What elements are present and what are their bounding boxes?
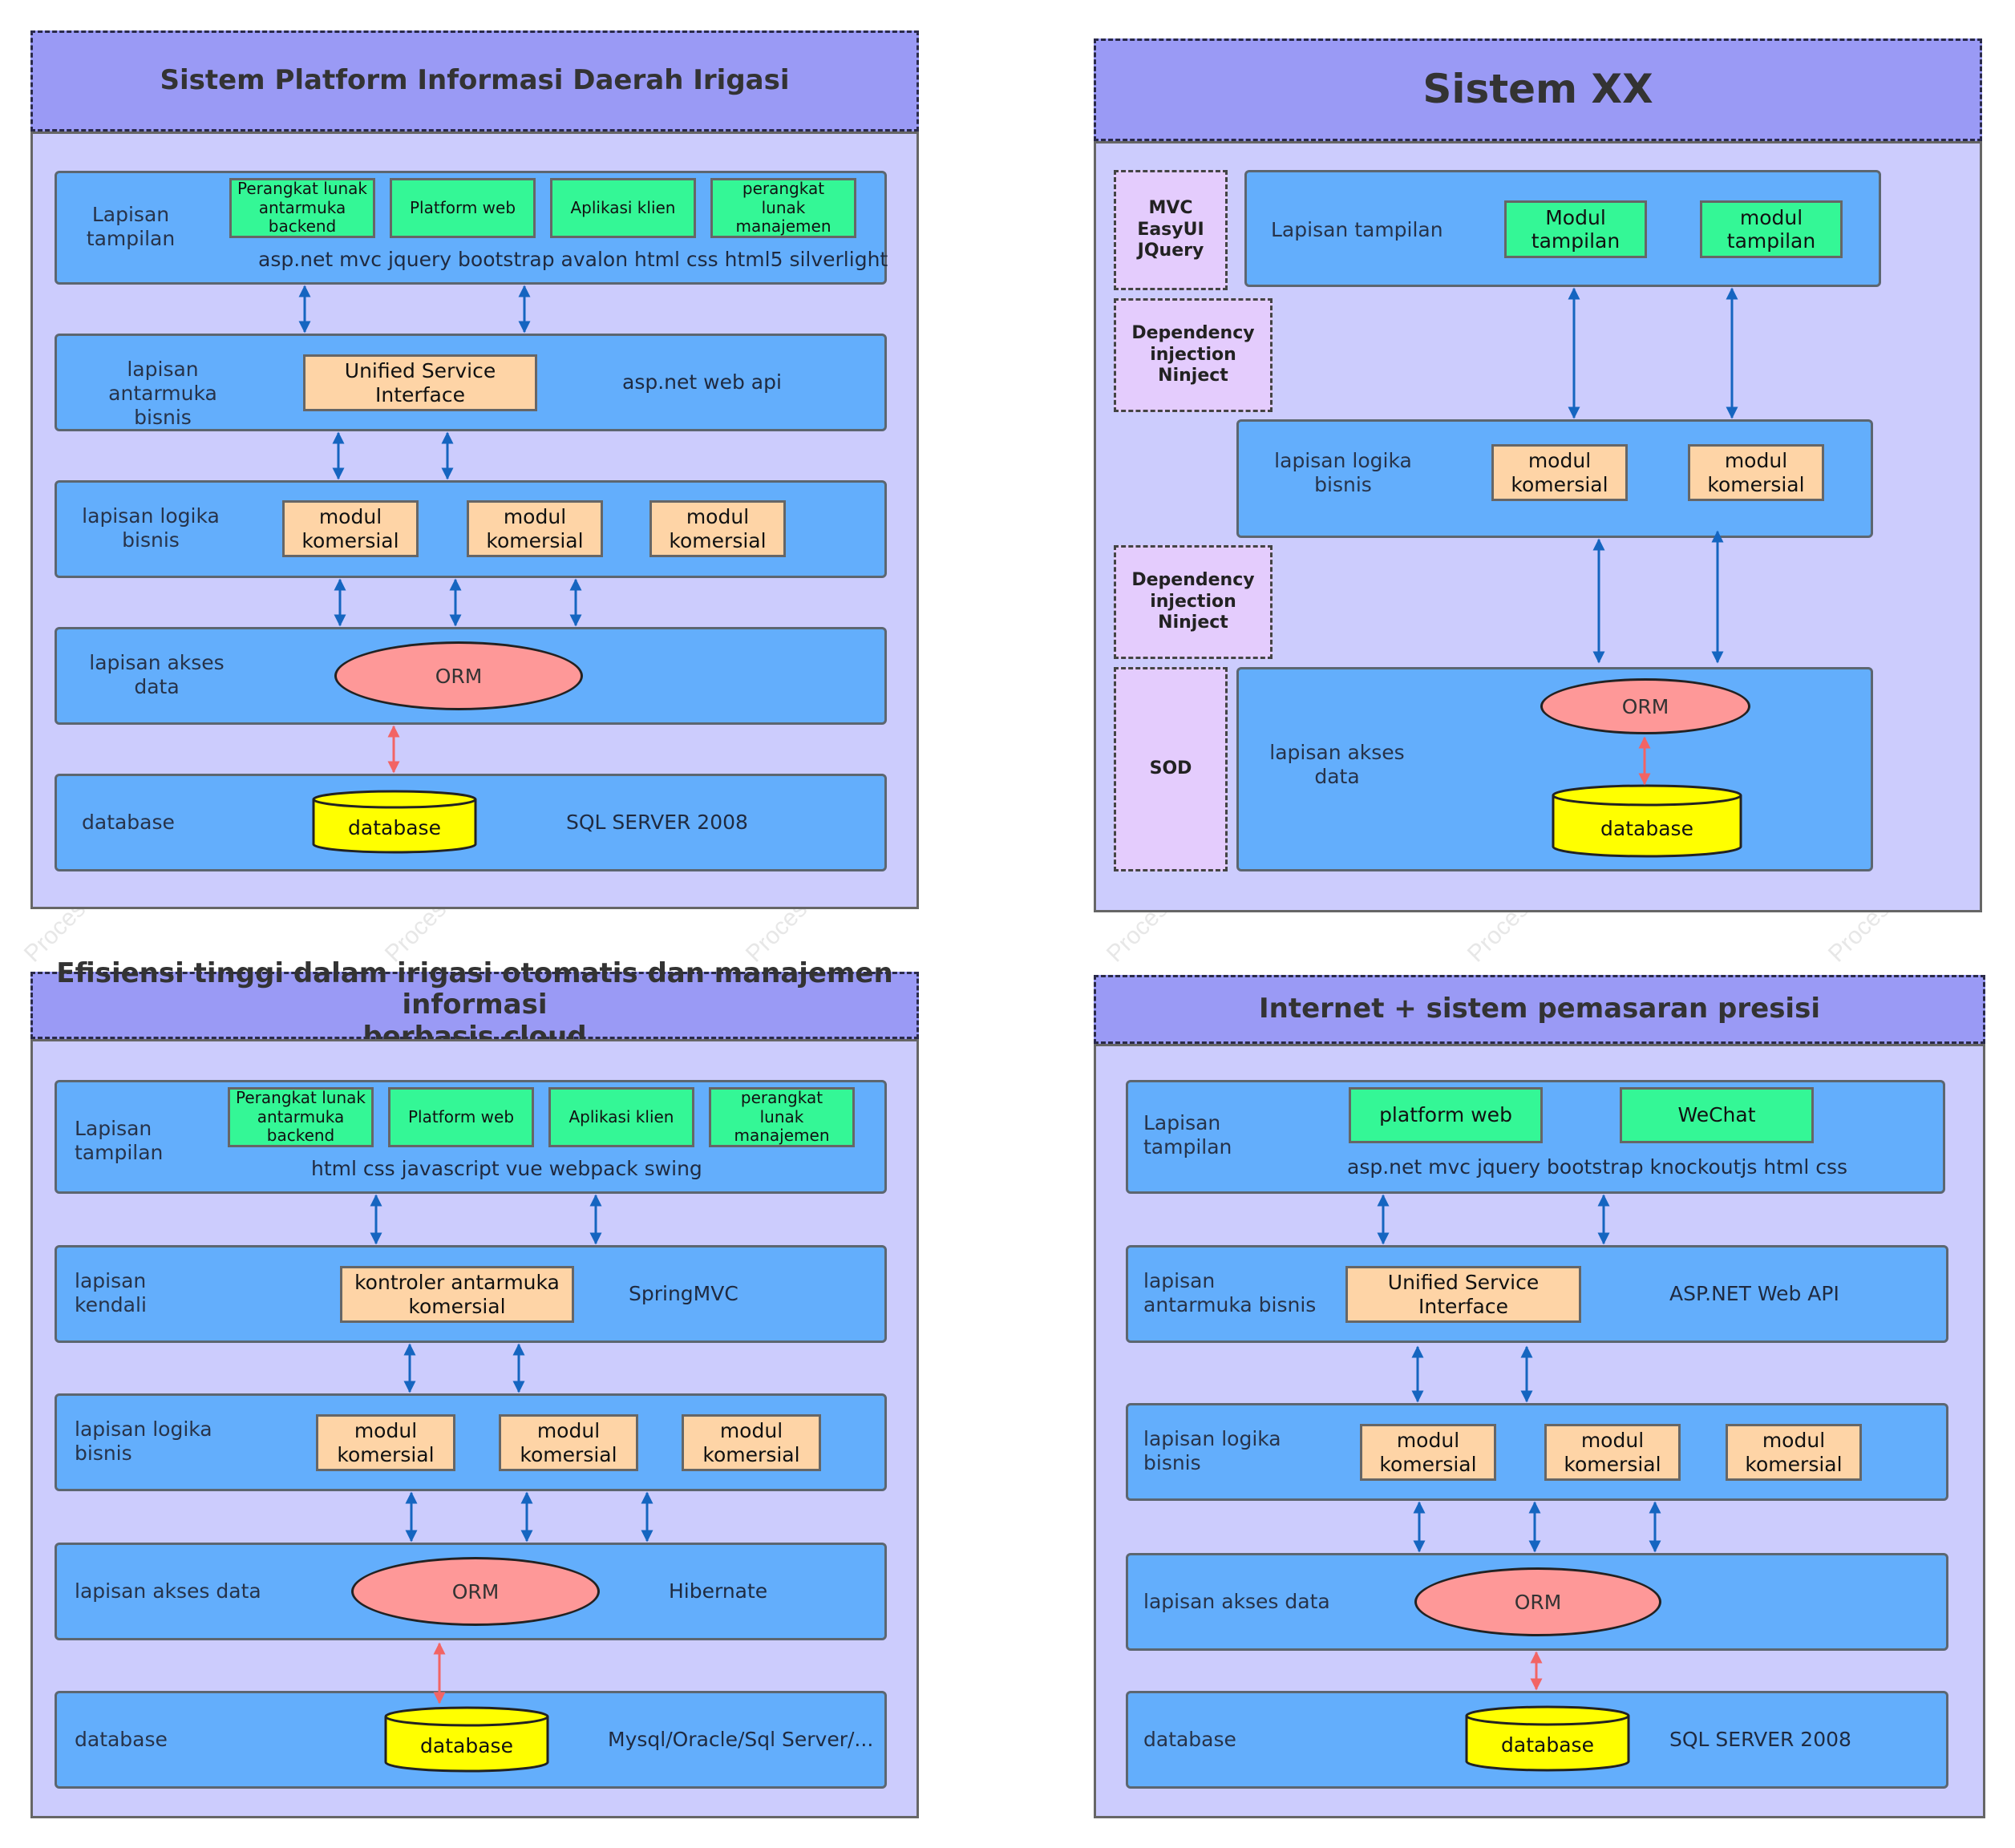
- commercial-module: modul komersial: [682, 1414, 821, 1471]
- diagram-title: Efisiensi tinggi dalam irigasi otomatis …: [30, 958, 919, 1052]
- commercial-module: modul komersial: [467, 500, 603, 557]
- orm-ellipse: ORM: [351, 1557, 600, 1626]
- layer-label: lapisan logika bisnis: [82, 504, 220, 552]
- layer-label: lapisan logika bisnis: [75, 1417, 212, 1465]
- module-web-platform: platform web: [1349, 1087, 1543, 1143]
- database-label: database: [1501, 1733, 1594, 1757]
- layer-label: lapisan akses data: [1143, 1590, 1330, 1613]
- commercial-module: modul komersial: [316, 1414, 455, 1471]
- module-wechat: WeChat: [1620, 1087, 1814, 1143]
- module-backend-ui: Perangkat lunak antarmuka backend: [229, 178, 375, 238]
- module-web-platform: Platform web: [390, 178, 536, 238]
- tech-stack: html css javascript vue webpack swing: [311, 1157, 702, 1180]
- side-note-mvc: MVC EasyUI JQuery: [1114, 170, 1228, 290]
- tech-stack: SQL SERVER 2008: [1669, 1728, 1851, 1751]
- layer-label: lapisan akses data: [75, 1579, 261, 1603]
- module-client-app: Aplikasi klien: [548, 1087, 694, 1147]
- red-arrows: [387, 725, 1651, 1704]
- tech-stack: SpringMVC: [629, 1282, 738, 1305]
- commercial-module: modul komersial: [649, 500, 786, 557]
- layer-label: lapisan kendali: [75, 1269, 147, 1316]
- module-management: perangkat lunak manajemen: [709, 1087, 855, 1147]
- database-cylinder: database: [1465, 1705, 1630, 1772]
- commercial-module: modul komersial: [1688, 444, 1824, 501]
- commercial-module: modul komersial: [499, 1414, 638, 1471]
- layer-label: Lapisan tampilan: [86, 203, 176, 250]
- layer-label: Lapisan tampilan: [75, 1117, 164, 1164]
- tech-stack: Hibernate: [669, 1579, 768, 1603]
- side-note-dependency-injection: Dependency injection Ninject: [1114, 545, 1273, 659]
- layer-label: lapisan antarmuka bisnis: [108, 358, 217, 429]
- module-display: modul tampilan: [1700, 200, 1843, 258]
- diagram-title: Sistem XX: [1094, 38, 1982, 141]
- layer-label: Lapisan tampilan: [1271, 218, 1443, 241]
- side-note-dependency-injection: Dependency injection Ninject: [1114, 298, 1273, 412]
- blue-arrows: [298, 285, 1738, 1553]
- database-label: database: [348, 816, 441, 839]
- tech-stack: SQL SERVER 2008: [566, 811, 748, 834]
- orm-ellipse: ORM: [1414, 1567, 1661, 1636]
- module-backend-ui: Perangkat lunak antarmuka backend: [228, 1087, 374, 1147]
- layer-label: lapisan akses data: [1269, 741, 1405, 788]
- module-display: Modul tampilan: [1504, 200, 1647, 258]
- database-cylinder: database: [384, 1706, 549, 1773]
- unified-service-interface: Unified Service Interface: [303, 354, 537, 411]
- orm-ellipse: ORM: [334, 641, 583, 710]
- tech-stack: asp.net mvc jquery bootstrap avalon html…: [258, 248, 888, 271]
- module-management: perangkat lunak manajemen: [710, 178, 856, 238]
- diagram-title: Sistem Platform Informasi Daerah Irigasi: [30, 30, 919, 131]
- commercial-module: modul komersial: [1491, 444, 1628, 501]
- database-label: database: [420, 1734, 513, 1757]
- diagram-title: Internet + sistem pemasaran presisi: [1094, 975, 1985, 1044]
- tech-stack: ASP.NET Web API: [1669, 1282, 1839, 1305]
- commercial-module: modul komersial: [1726, 1424, 1862, 1481]
- database-cylinder: database: [1552, 784, 1742, 858]
- layer-label: database: [82, 811, 175, 834]
- controller-interface: kontroler antarmuka komersial: [340, 1266, 574, 1323]
- layer-label: lapisan akses data: [89, 651, 225, 698]
- layer-label: database: [1143, 1728, 1236, 1751]
- module-client-app: Aplikasi klien: [550, 178, 696, 238]
- layer-label: lapisan logika bisnis: [1274, 449, 1412, 496]
- layer-label: database: [75, 1728, 168, 1751]
- orm-ellipse: ORM: [1540, 678, 1750, 734]
- commercial-module: modul komersial: [1360, 1424, 1496, 1481]
- module-web-platform: Platform web: [388, 1087, 534, 1147]
- layer-label: Lapisan tampilan: [1143, 1111, 1232, 1159]
- database-cylinder: database: [312, 790, 477, 854]
- tech-stack: Mysql/Oracle/Sql Server/...: [608, 1728, 874, 1751]
- layer-label: lapisan logika bisnis: [1143, 1427, 1281, 1474]
- commercial-module: modul komersial: [282, 500, 419, 557]
- tech-stack: asp.net web api: [622, 370, 782, 394]
- layer-label: lapisan antarmuka bisnis: [1143, 1269, 1317, 1316]
- commercial-module: modul komersial: [1544, 1424, 1681, 1481]
- side-note-sod: SOD: [1114, 667, 1228, 871]
- unified-service-interface: Unified Service Interface: [1345, 1266, 1581, 1323]
- database-label: database: [1600, 817, 1693, 840]
- tech-stack: asp.net mvc jquery bootstrap knockoutjs …: [1347, 1155, 1848, 1179]
- layer-business-interface: [55, 334, 887, 431]
